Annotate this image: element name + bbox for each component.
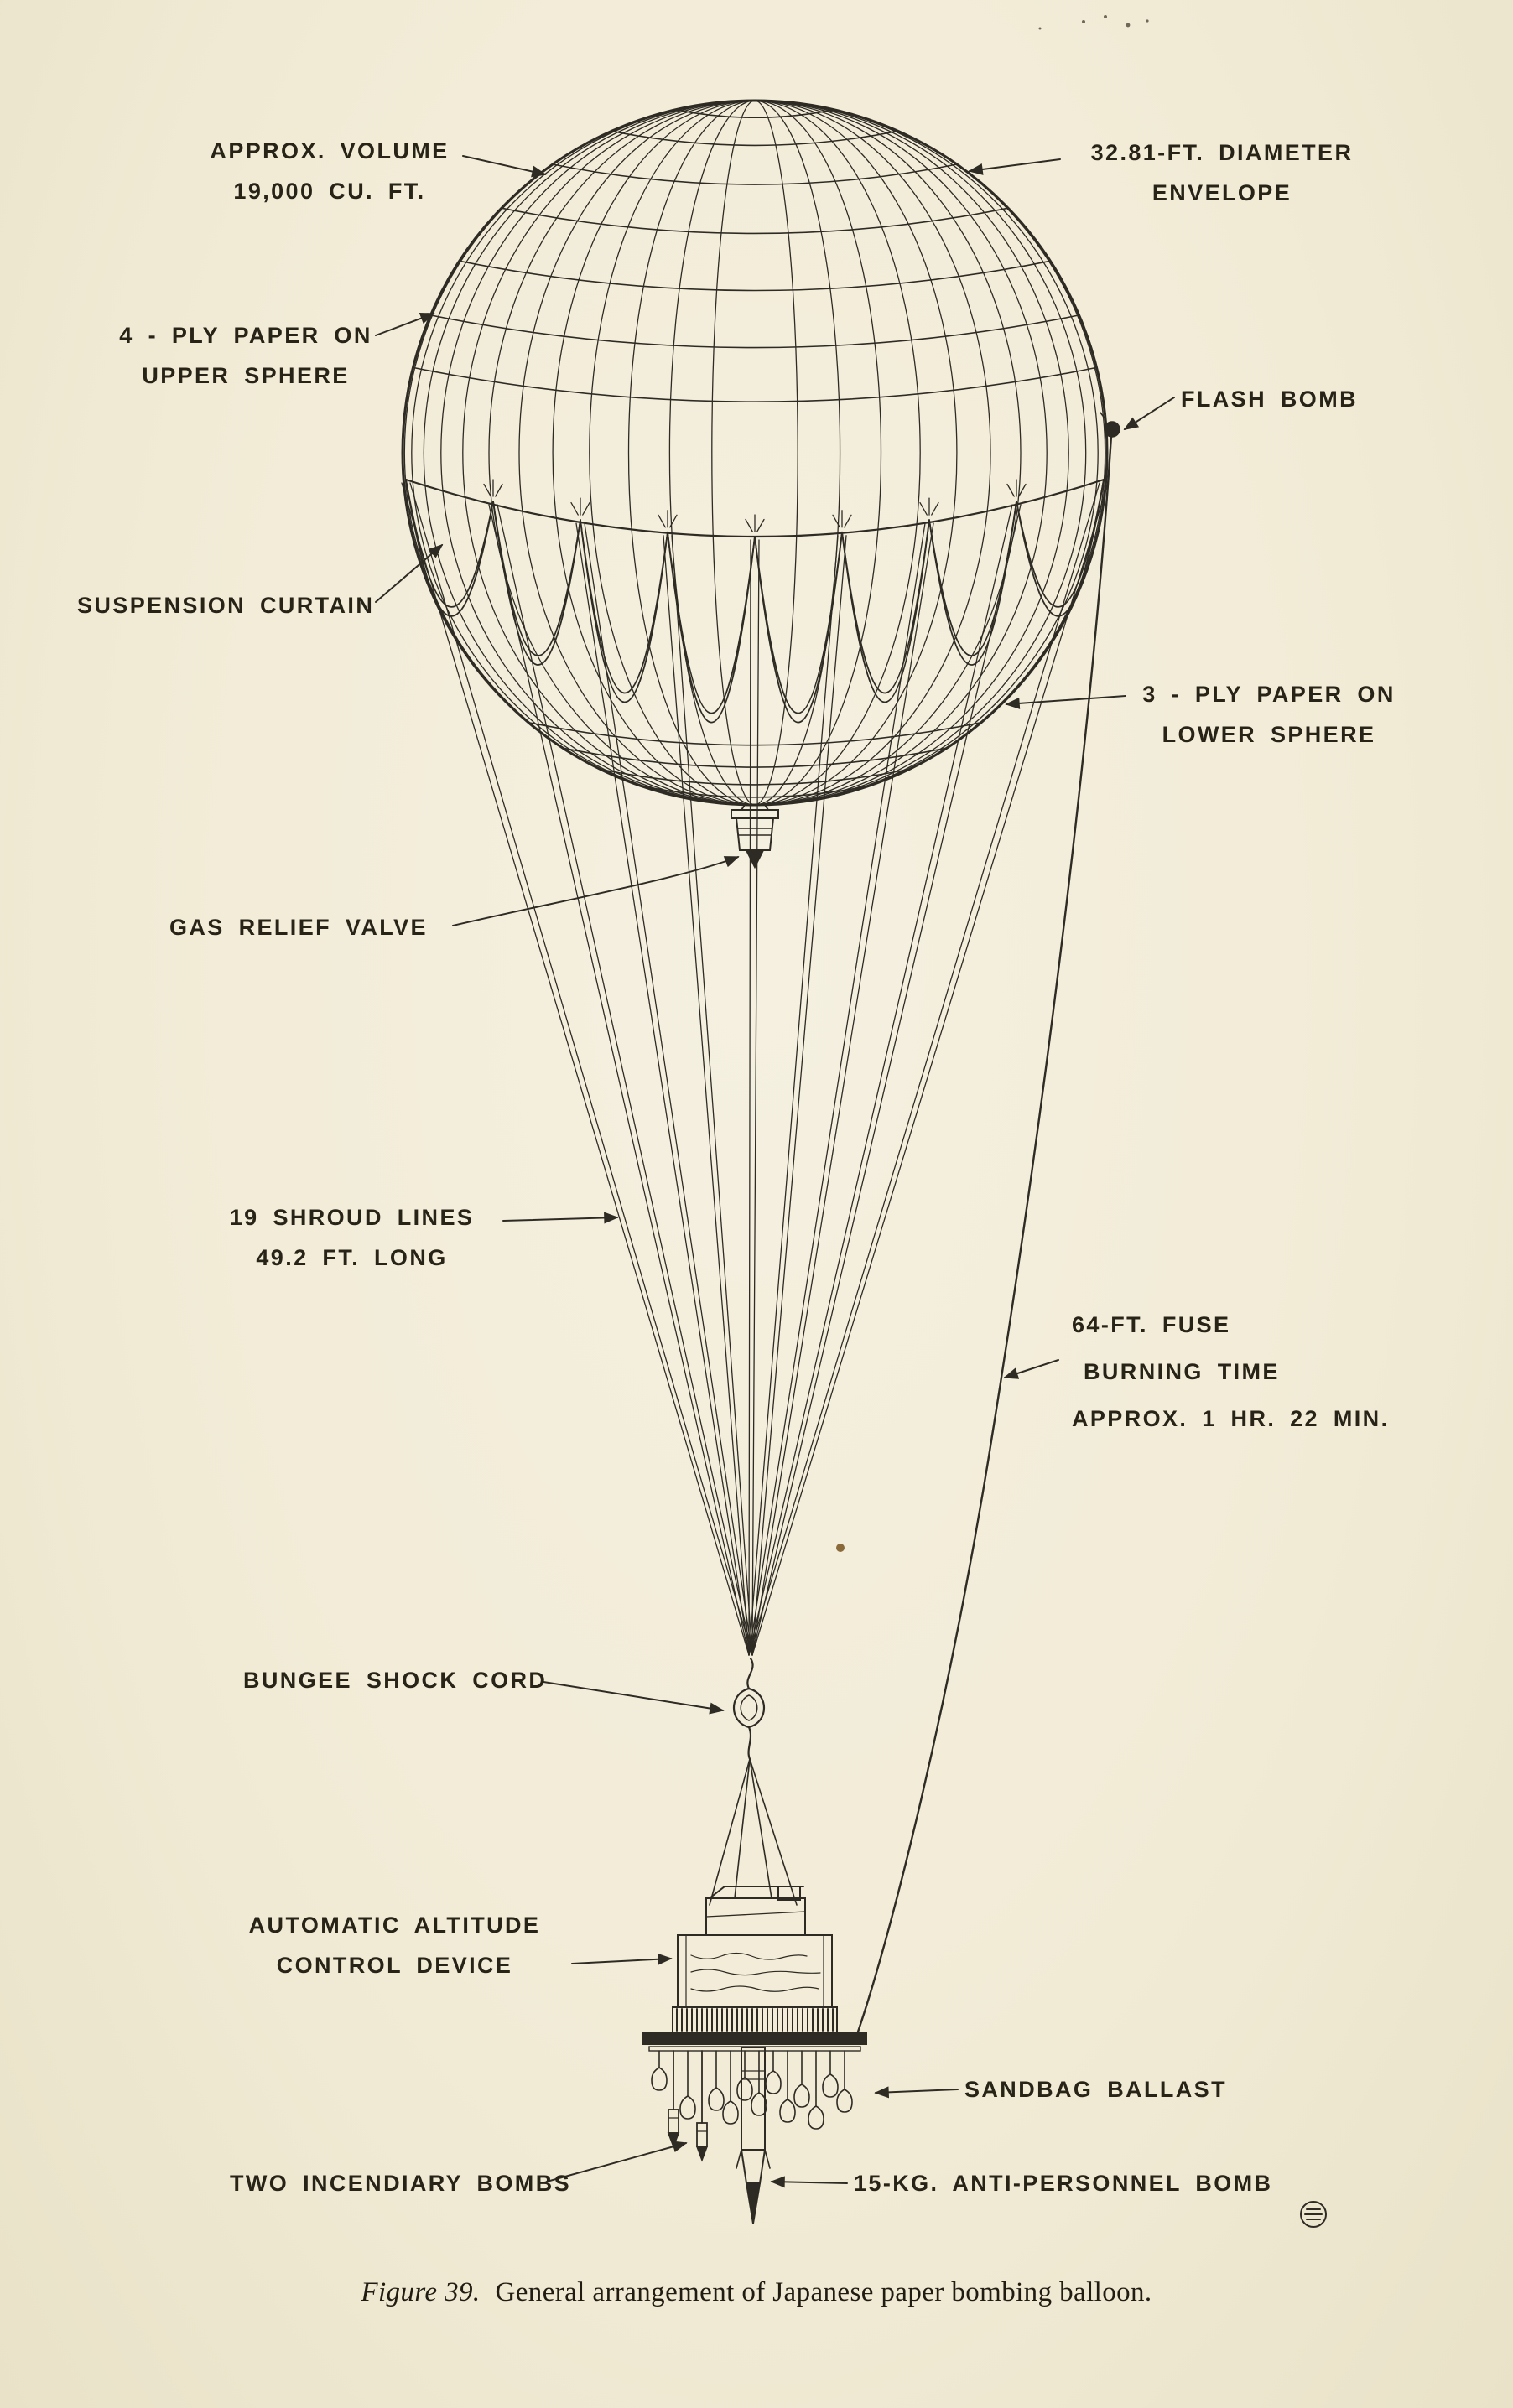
gas-relief-valve: [731, 804, 779, 869]
label-line: 3 - PLY PAPER ON: [1142, 682, 1396, 707]
shroud-lines: [401, 482, 1109, 1656]
label-bungee-shock-cord: BUNGEE SHOCK CORD: [243, 1660, 547, 1700]
balloon-envelope: [401, 99, 1109, 807]
flash-bomb: [1100, 412, 1120, 438]
altitude-control-device: [642, 1886, 867, 2052]
figure-caption-text: General arrangement of Japanese paper bo…: [495, 2277, 1152, 2307]
figure-number: Figure 39.: [361, 2277, 481, 2307]
label-diameter-envelope: 32.81-FT. DIAMETER ENVELOPE: [1067, 132, 1377, 213]
publisher-stamp-icon: [1300, 2201, 1327, 2228]
label-line: UPPER SPHERE: [142, 363, 350, 388]
label-shroud-lines: 19 SHROUD LINES 49.2 FT. LONG: [211, 1197, 492, 1278]
label-line: 19 SHROUD LINES: [229, 1205, 475, 1230]
label-line: 64-FT. FUSE: [1072, 1312, 1231, 1337]
latitude-seams: [412, 109, 1098, 806]
anti-personnel-bomb: [736, 2047, 771, 2224]
bungee-shock-cord: [732, 1657, 766, 1761]
leader-lines: [375, 155, 1175, 2188]
label-fuse: 64-FT. FUSE BURNING TIME APPROX. 1 HR. 2…: [1072, 1301, 1389, 1442]
label-anti-personnel-bomb: 15-KG. ANTI-PERSONNEL BOMB: [854, 2163, 1272, 2203]
label-line: SUSPENSION CURTAIN: [77, 593, 375, 618]
label-line: CONTROL DEVICE: [276, 1953, 513, 1978]
label-incendiary-bombs: TWO INCENDIARY BOMBS: [230, 2163, 571, 2203]
label-line: APPROX. 1 HR. 22 MIN.: [1072, 1406, 1390, 1431]
label-line: 19,000 CU. FT.: [233, 179, 426, 204]
incendiary-bombs: [667, 2050, 709, 2162]
label-line: 4 - PLY PAPER ON: [119, 323, 372, 348]
sandbag-ballast: [651, 2050, 853, 2130]
label-line: FLASH BOMB: [1181, 387, 1358, 412]
label-line: ENVELOPE: [1152, 180, 1292, 205]
label-line: BUNGEE SHOCK CORD: [243, 1668, 548, 1693]
label-gas-relief-valve: GAS RELIEF VALVE: [169, 907, 428, 947]
label-line: BURNING TIME: [1084, 1359, 1280, 1384]
label-upper-paper: 4 - PLY PAPER ON UPPER SPHERE: [107, 315, 384, 396]
label-line: 49.2 FT. LONG: [256, 1245, 448, 1270]
label-line: SANDBAG BALLAST: [964, 2077, 1227, 2102]
label-line: LOWER SPHERE: [1162, 722, 1376, 747]
label-line: 32.81-FT. DIAMETER: [1090, 140, 1354, 165]
label-approx-volume: APPROX. VOLUME 19,000 CU. FT.: [191, 131, 468, 211]
label-line: AUTOMATIC ALTITUDE: [248, 1912, 541, 1938]
figure-caption: Figure 39. General arrangement of Japanes…: [27, 2277, 1486, 2308]
label-line: APPROX. VOLUME: [210, 138, 450, 163]
label-altitude-control: AUTOMATIC ALTITUDE CONTROL DEVICE: [225, 1905, 564, 1985]
label-suspension-curtain: SUSPENSION CURTAIN: [77, 585, 374, 625]
label-line: 15-KG. ANTI-PERSONNEL BOMB: [854, 2171, 1273, 2196]
label-line: TWO INCENDIARY BOMBS: [230, 2171, 572, 2196]
label-flash-bomb: FLASH BOMB: [1181, 379, 1358, 419]
suspension-curtain: [404, 478, 1105, 724]
paper-specks: [836, 15, 1149, 1552]
fuse-line: [854, 434, 1113, 2041]
harness-lines: [709, 1758, 798, 1906]
label-line: GAS RELIEF VALVE: [169, 915, 428, 940]
label-lower-paper: 3 - PLY PAPER ON LOWER SPHERE: [1131, 674, 1407, 755]
label-sandbag-ballast: SANDBAG BALLAST: [964, 2069, 1227, 2110]
